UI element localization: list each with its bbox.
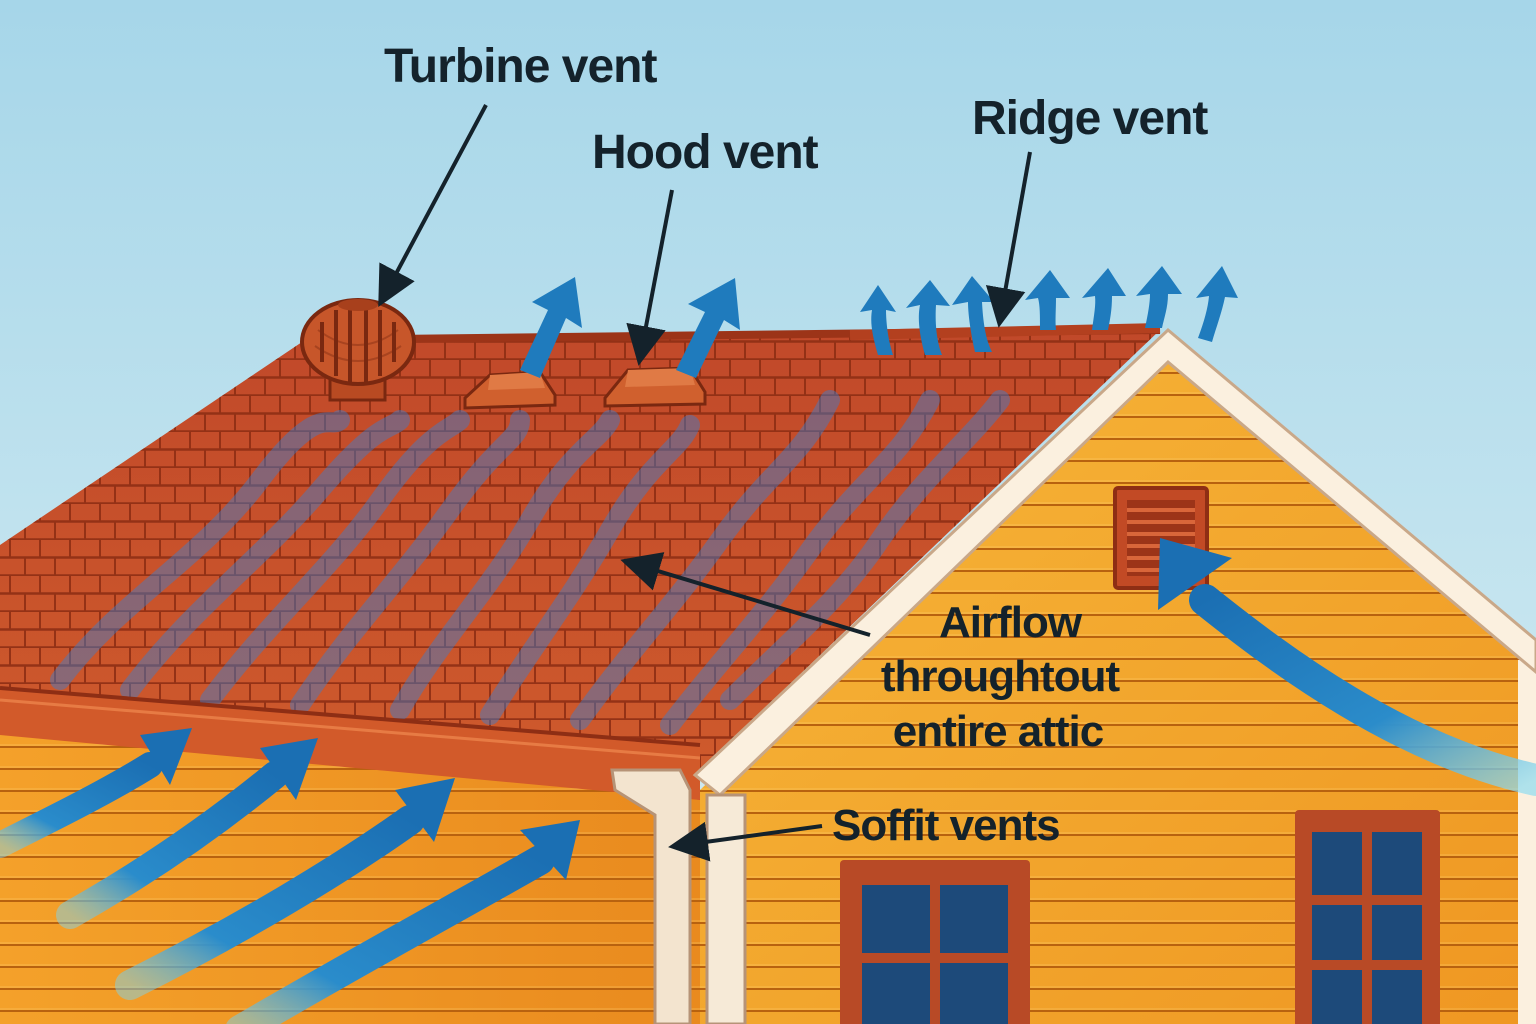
airflow-arrow-icon (860, 285, 896, 355)
airflow-arrow-icon (1082, 268, 1126, 330)
turbine-pointer (378, 104, 488, 308)
attic-airflow-streaks (50, 390, 1010, 735)
ridge-vent-icon (849, 323, 1161, 340)
roof (0, 326, 1161, 800)
hood-exhaust-arrows (520, 277, 740, 378)
ridge-pointer (985, 151, 1032, 328)
airflow-arrow-icon (906, 280, 950, 355)
ridge-exhaust-arrows (860, 266, 1238, 355)
turbine-vent-label: Turbine vent (384, 40, 657, 93)
airflow-arrow-icon (0, 728, 192, 858)
ridge-vent-label: Ridge vent (972, 92, 1208, 145)
callout-pointers (378, 104, 1032, 862)
airflow-arrow-icon (56, 738, 318, 929)
soffit-vents-label: Soffit vents (832, 801, 1060, 850)
gutter (0, 686, 701, 800)
airflow-arrow-icon (1196, 266, 1238, 342)
window-left (840, 860, 1030, 1024)
airflow-arrow-icon (952, 276, 994, 352)
airflow-arrow-icon (115, 778, 455, 1000)
airflow-arrow-icon (1158, 538, 1536, 796)
hood-pointer (626, 189, 674, 366)
soffit-pointer (668, 821, 823, 862)
airflow-label-line2: throughtout (881, 652, 1121, 701)
airflow-label-line1: Airflow (939, 598, 1083, 647)
soffit-intake-arrows (0, 728, 580, 1024)
airflow-arrow-icon (1025, 270, 1070, 330)
airflow-arrow-icon (520, 277, 582, 378)
hood-vent-icon (463, 366, 707, 410)
airflow-label-line3: entire attic (893, 707, 1104, 756)
window-right (1295, 810, 1440, 1024)
airflow-pointer (620, 552, 871, 637)
turbine-vent-icon (300, 298, 416, 402)
airflow-arrow-icon (1136, 266, 1182, 328)
airflow-arrow-icon (676, 278, 740, 378)
airflow-arrow-icon (226, 820, 580, 1024)
hood-vent-label: Hood vent (592, 126, 819, 179)
